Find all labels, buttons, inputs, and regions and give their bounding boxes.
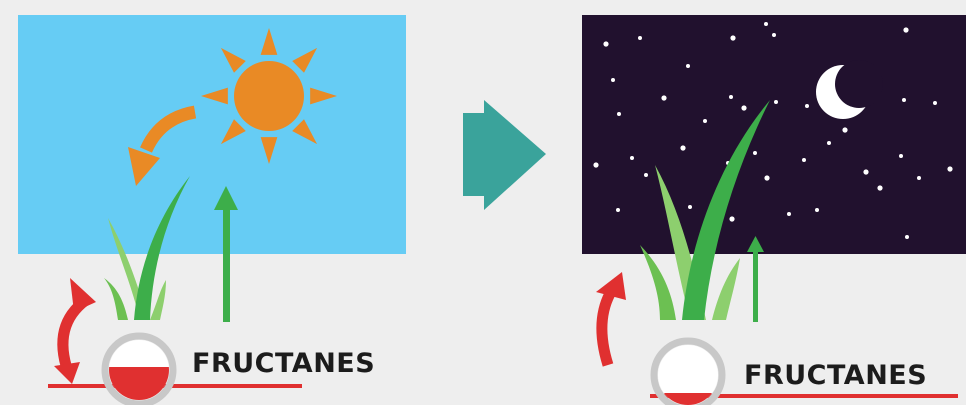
star [753,151,757,155]
star [703,119,707,123]
star [611,78,615,82]
star [774,100,778,104]
sun-ray [292,47,318,73]
star [603,41,609,47]
star [947,166,953,172]
sun-ray [292,119,318,145]
star [899,154,903,158]
star [686,64,690,68]
star [616,208,620,212]
sun-icon [201,28,337,164]
up-arrow-icon [214,186,238,322]
star [741,105,747,111]
cycle-arrow-icon [596,272,626,367]
star [638,36,642,40]
night-panel [582,15,966,405]
star [729,216,735,222]
sun-ray [260,28,278,55]
star [630,156,634,160]
sun-ray [220,119,246,145]
star [617,112,621,116]
sun-ray [310,87,337,105]
storage-circle-icon [650,337,726,405]
star [917,176,921,180]
star [730,35,736,41]
day-sky [18,15,406,254]
star [933,101,937,105]
star [905,235,909,239]
star [644,173,648,177]
star [772,33,776,37]
star [729,95,733,99]
star [805,104,809,108]
star [661,95,667,101]
storage-label-day: FRUCTANES [192,348,376,379]
star [863,169,869,175]
star [827,141,831,145]
star [903,27,909,33]
grass-icon [640,100,770,320]
star [764,22,768,26]
right-arrow-icon [463,100,546,210]
moon-icon [816,60,883,119]
star [688,205,692,209]
star [877,185,883,191]
storage-circle-icon [101,332,177,405]
star [680,145,686,151]
day-panel [18,15,406,405]
sun-ray [260,137,278,164]
star [764,175,770,181]
sun-ray [201,87,228,105]
up-arrow-icon [747,236,764,322]
star [842,127,848,133]
star [787,212,791,216]
cycle-arrow-icon [54,278,96,384]
sun-ray [220,47,246,73]
star [802,158,806,162]
star [902,98,906,102]
curved-arrow-icon [128,105,197,186]
grass-icon [104,176,190,320]
star [593,162,599,168]
storage-label-night: FRUCTANES [744,360,928,391]
star [815,208,819,212]
night-sky [582,15,966,254]
